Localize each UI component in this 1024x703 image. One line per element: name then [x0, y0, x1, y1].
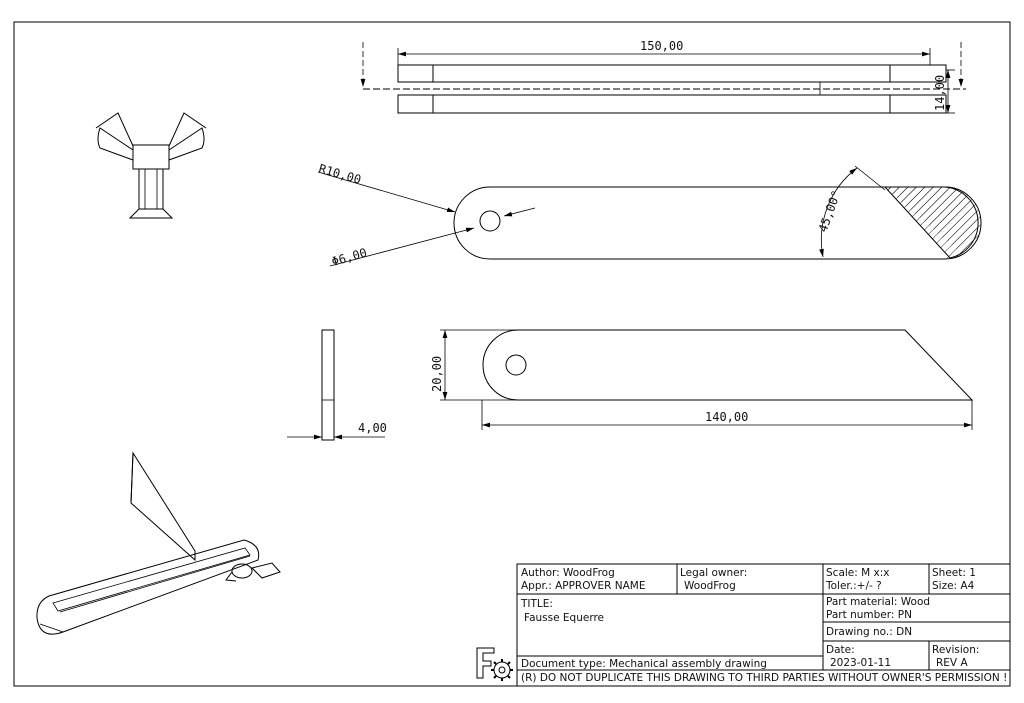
dim-140: 140,00	[705, 410, 748, 424]
tb-title-label: TITLE:	[520, 598, 553, 610]
pivot-hole	[479, 210, 501, 232]
tb-approver: Appr.: APPROVER NAME	[521, 580, 645, 592]
tb-part-material: Part material: Wood	[826, 596, 930, 608]
tb-size: Size: A4	[932, 580, 975, 592]
dim-14: 14,00	[933, 75, 947, 111]
sheet-frame	[13, 21, 1011, 687]
dim-150: 150,00	[640, 39, 683, 53]
tb-copyright: (R) DO NOT DUPLICATE THIS DRAWING TO THI…	[521, 672, 1007, 684]
tb-part-number: Part number: PN	[826, 609, 912, 621]
side-view: 4,00	[287, 329, 387, 441]
tb-legal-owner: WoodFrog	[684, 580, 736, 592]
wing-nut-view	[95, 112, 207, 219]
dim-thickness: 4,00	[358, 421, 387, 435]
tb-date: 2023-01-11	[830, 657, 891, 669]
tb-date-label: Date:	[826, 644, 855, 656]
top-view: 150,00 14,00	[360, 39, 966, 114]
dim-radius: R10,00	[317, 161, 363, 186]
blade-view: 20,00 140,00	[430, 329, 974, 430]
dim-20: 20,00	[430, 356, 444, 392]
tb-tolerance: Toler.:+/- ?	[825, 580, 882, 592]
isometric-view	[36, 451, 281, 635]
tb-revision: REV A	[936, 657, 968, 669]
tb-document-type: Document type: Mechanical assembly drawi…	[521, 658, 767, 670]
tb-sheet: Sheet: 1	[932, 567, 976, 579]
tb-title: Fausse Equerre	[524, 612, 604, 624]
tb-scale: Scale: M x:x	[826, 567, 890, 579]
tb-legal-owner-label: Legal owner:	[680, 567, 747, 579]
tb-revision-label: Revision:	[932, 644, 979, 656]
tb-drawing-no: Drawing no.: DN	[826, 626, 912, 638]
tb-author: Author: WoodFrog	[521, 567, 615, 579]
dim-angle: 45,00°	[816, 188, 844, 234]
dim-diameter: Φ6,00	[330, 245, 369, 268]
title-block: Author: WoodFrog Appr.: APPROVER NAME Le…	[516, 563, 1011, 687]
freecad-logo-icon	[476, 647, 513, 681]
handle-front-view: R10,00 Φ6,00 45,00°	[317, 161, 982, 269]
